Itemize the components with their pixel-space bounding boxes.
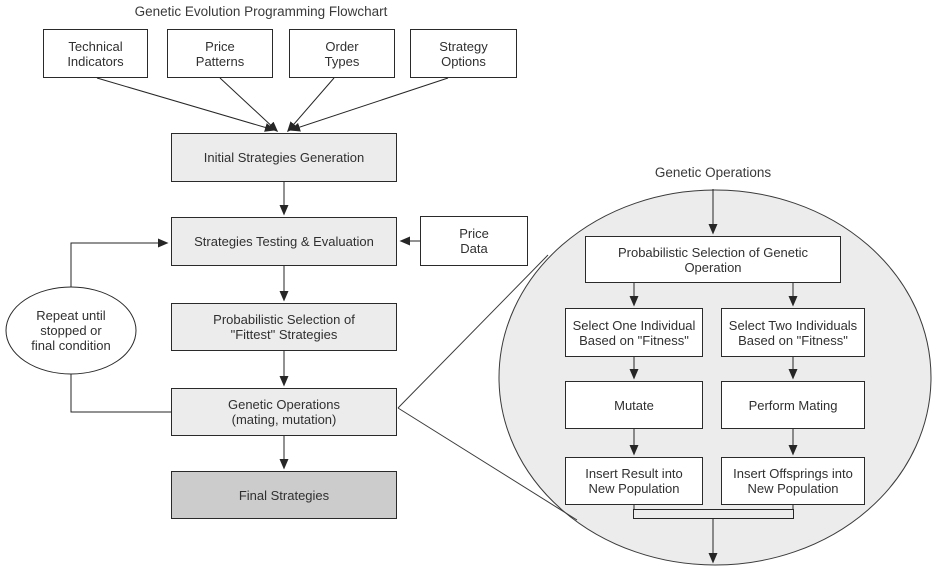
box-price-data: Price Data bbox=[420, 216, 528, 266]
box-final-strategies: Final Strategies bbox=[171, 471, 397, 519]
box-select-one-individual: Select One Individual Based on "Fitness" bbox=[565, 308, 703, 357]
merge-bar bbox=[633, 509, 794, 519]
box-genetic-operations: Genetic Operations (mating, mutation) bbox=[171, 388, 397, 436]
box-select-two-individuals: Select Two Individuals Based on "Fitness… bbox=[721, 308, 865, 357]
box-insert-offsprings: Insert Offsprings into New Population bbox=[721, 457, 865, 505]
box-perform-mating: Perform Mating bbox=[721, 381, 865, 429]
arrow-patterns-to-initial bbox=[219, 77, 279, 133]
box-insert-result: Insert Result into New Population bbox=[565, 457, 703, 505]
box-op-selection: Probabilistic Selection of Genetic Opera… bbox=[585, 236, 841, 283]
loop-path-lower bbox=[70, 374, 171, 413]
loop-path-upper bbox=[70, 238, 169, 287]
arrow-technical-to-initial bbox=[96, 77, 276, 132]
detail-title: Genetic Operations bbox=[654, 165, 772, 180]
box-strategies-testing-evaluation: Strategies Testing & Evaluation bbox=[171, 217, 397, 266]
box-fittest-selection: Probabilistic Selection of "Fittest" Str… bbox=[171, 303, 397, 351]
box-mutate: Mutate bbox=[565, 381, 703, 429]
box-strategy-options: Strategy Options bbox=[410, 29, 517, 78]
callout-line-lower bbox=[397, 407, 578, 521]
arrow-options-to-initial bbox=[289, 77, 449, 132]
box-order-types: Order Types bbox=[289, 29, 395, 78]
arrow-orders-to-initial bbox=[287, 77, 335, 133]
diagram-title: Genetic Evolution Programming Flowchart bbox=[134, 4, 388, 19]
box-price-patterns: Price Patterns bbox=[167, 29, 273, 78]
box-technical-indicators: Technical Indicators bbox=[43, 29, 148, 78]
box-initial-strategies-generation: Initial Strategies Generation bbox=[171, 133, 397, 182]
loop-ellipse-label: Repeat until stopped or final condition bbox=[31, 308, 111, 353]
callout-line-upper bbox=[397, 254, 549, 409]
